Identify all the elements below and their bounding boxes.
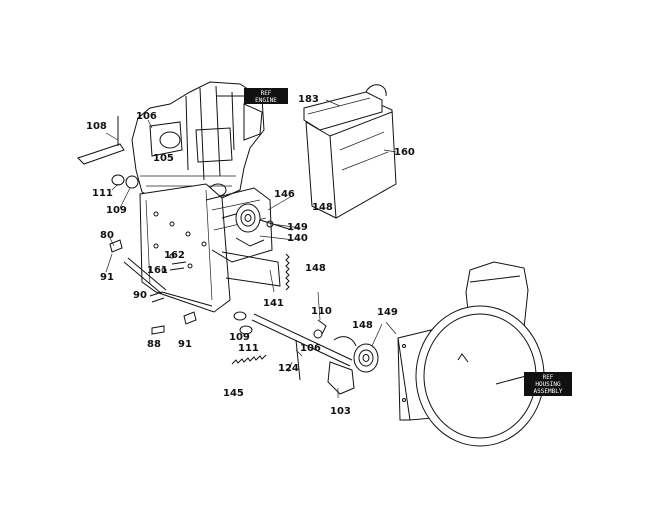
label-106: 106 — [136, 111, 157, 122]
label-148-lower: 148 — [352, 320, 373, 331]
label-124: 124 — [278, 363, 299, 374]
upper-pulley-assembly — [221, 203, 293, 247]
spring-141 — [285, 253, 290, 291]
label-90: 90 — [133, 290, 147, 301]
label-160: 160 — [394, 147, 415, 158]
ref-engine-callout: REF ENGINE — [216, 88, 288, 104]
callout-1-line2: ENGINE — [255, 97, 277, 104]
label-140: 140 — [287, 233, 308, 244]
label-106-lower: 106 — [300, 343, 321, 354]
spring-145 — [231, 354, 267, 365]
label-145: 145 — [223, 388, 244, 399]
lower-pulley-assembly — [233, 311, 379, 395]
frame-plate — [139, 183, 281, 313]
callout-2-line1: REF — [543, 374, 554, 381]
part-labels: 108 106 105 111 109 80 91 161 162 90 88 … — [86, 94, 415, 417]
label-148-mid: 148 — [305, 263, 326, 274]
label-148-upper: 148 — [312, 202, 333, 213]
label-161: 161 — [147, 265, 168, 276]
label-91: 91 — [100, 272, 114, 283]
hardware-parts — [77, 116, 327, 335]
label-109-lower: 109 — [229, 332, 250, 343]
label-88: 88 — [147, 339, 161, 350]
ref-housing-callout: REF HOUSING ASSEMBLY — [495, 372, 572, 396]
label-146: 146 — [274, 189, 295, 200]
label-103: 103 — [330, 406, 351, 417]
callout-2-line2: HOUSING — [535, 381, 561, 388]
chute-assembly — [303, 84, 397, 219]
label-183: 183 — [298, 94, 319, 105]
callout-1-line1: REF — [261, 90, 272, 97]
label-149-upper: 149 — [287, 222, 308, 233]
label-111: 111 — [92, 188, 113, 199]
callout-2-line3: ASSEMBLY — [534, 388, 563, 395]
label-162: 162 — [164, 250, 185, 261]
label-110: 110 — [311, 306, 332, 317]
label-108: 108 — [86, 121, 107, 132]
label-80: 80 — [100, 230, 114, 241]
label-141: 141 — [263, 298, 284, 309]
label-91-lower: 91 — [178, 339, 192, 350]
label-111-lower: 111 — [238, 343, 259, 354]
rod-161 — [123, 257, 167, 295]
label-109: 109 — [106, 205, 127, 216]
label-149-lower: 149 — [377, 307, 398, 318]
rod-161-end — [161, 291, 213, 307]
leader-lines — [105, 99, 397, 398]
auger-housing — [397, 261, 545, 447]
label-105: 105 — [153, 153, 174, 164]
